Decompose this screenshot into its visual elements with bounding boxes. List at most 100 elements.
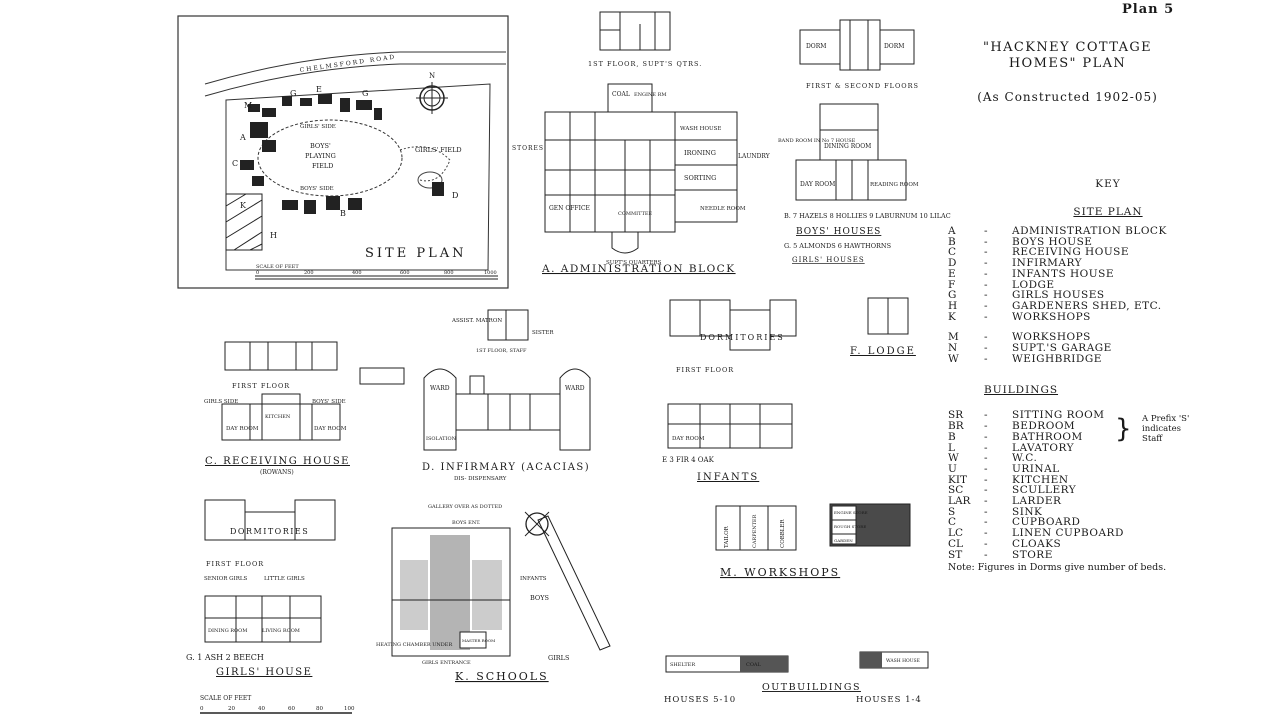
key-dash: - — [984, 420, 988, 433]
admin-engine: ENGINE RM — [634, 92, 667, 98]
admin-needle-room: NEEDLE ROOM — [700, 206, 746, 212]
dorm-label-right: DORM — [884, 43, 904, 50]
workshops-plan-right — [829, 503, 911, 547]
key-label: SUPT.'S GARAGE — [1012, 342, 1112, 355]
plan-number: Plan 5 — [1122, 2, 1175, 17]
outbuildings-left: HOUSES 5-10 — [664, 695, 736, 705]
workshop-cobbler: COBBLER — [780, 519, 786, 548]
site-scale-600: 600 — [400, 270, 410, 276]
key-code: LAR — [948, 495, 971, 508]
site-scale-0: 0 — [256, 270, 259, 276]
key-dash: - — [984, 452, 988, 465]
site-boys-side: BOYS' SIDE — [300, 186, 334, 192]
key-label: WORKSHOPS — [1012, 331, 1091, 344]
site-plan-title: SITE PLAN — [365, 246, 466, 261]
key-row: A-ADMINISTRATION BLOCK — [948, 226, 1268, 237]
key-code: H — [948, 299, 958, 312]
key-dash: - — [984, 462, 988, 475]
key-dash: - — [984, 246, 988, 259]
key-row: U-URINAL — [948, 464, 1268, 475]
site-boys-field: BOYS' — [310, 142, 331, 150]
key-row: B-BOYS HOUSE — [948, 235, 1268, 248]
infirmary-title: D. INFIRMARY (ACACIAS) — [422, 462, 590, 473]
schools-master-room: MASTER ROOM — [462, 638, 495, 643]
workshop-carpenter: CARPENTER — [752, 514, 758, 548]
key-dash: - — [984, 441, 988, 454]
key-label: INFANTS HOUSE — [1012, 267, 1114, 280]
key-label: GARDENERS SHED, ETC. — [1012, 299, 1162, 312]
key-label: BEDROOM — [1012, 420, 1076, 433]
key-code: LC — [948, 527, 964, 540]
admin-committee: COMMITTEE — [618, 211, 653, 217]
brace-glyph: } — [1115, 414, 1132, 444]
infants-first-floor: FIRST FLOOR — [676, 366, 734, 374]
girls-dining-room: DINING ROOM — [208, 628, 247, 634]
girls-senior: SENIOR GIRLS — [204, 576, 248, 582]
key-code: SR — [948, 409, 964, 422]
workshop-engine-store: ENGINE STORE — [834, 510, 868, 515]
receiving-girls-side: GIRLS SIDE — [204, 399, 238, 405]
key-dash: - — [984, 352, 988, 365]
workshop-rough-store: ROUGH STORE — [834, 524, 866, 529]
girls-living-room: LIVING ROOM — [262, 628, 300, 634]
site-plan: CHELMSFORD ROAD BOYS' PLAYING FIELD GIRL… — [177, 15, 509, 289]
schools-girls-entrance: GIRLS ENTRANCE — [422, 660, 471, 666]
site-scale-400: 400 — [352, 270, 362, 276]
boys-houses-title: BOYS' HOUSES — [796, 227, 881, 237]
key-label: URINAL — [1012, 462, 1060, 475]
key-label: W.C. — [1012, 452, 1038, 465]
site-letter-a: A — [239, 133, 246, 142]
outbuildings-right: HOUSES 1-4 — [856, 695, 922, 705]
site-letter-h: H — [270, 231, 277, 240]
key-row: N-SUPT.'S GARAGE — [948, 343, 1268, 354]
site-letter-g2: G — [362, 89, 368, 98]
key-dash: - — [984, 430, 988, 443]
site-playing: PLAYING — [305, 152, 336, 160]
key-code: W — [948, 452, 959, 465]
receiving-first-floor: FIRST FLOOR — [232, 382, 290, 390]
admin-gen-office: GEN OFFICE — [549, 205, 590, 212]
key-row: L-LAVATORY — [948, 441, 1268, 454]
infants-dormitories: DORMITORIES — [700, 333, 785, 342]
key-label: CLOAKS — [1012, 537, 1062, 550]
key-dash: - — [984, 548, 988, 561]
outbuildings-coal: COAL — [746, 662, 762, 668]
key-code: SC — [948, 484, 964, 497]
key-code: E — [948, 267, 956, 280]
schools-plan — [391, 511, 611, 657]
infants-first-floor-plan — [669, 299, 797, 351]
admin-block-title: A. ADMINISTRATION BLOCK — [541, 263, 736, 275]
key-panel: KEY SITE PLAN A-ADMINISTRATION BLOCK B-B… — [948, 178, 1268, 560]
infants-day-room: DAY ROOM — [672, 436, 705, 442]
key-row: BR - BEDROOM — [948, 421, 1268, 432]
receiving-day-room-r: DAY ROOM — [314, 426, 347, 432]
key-row: K-WORKSHOPS — [948, 311, 1268, 323]
girls-house-title: GIRLS' HOUSE — [216, 667, 312, 678]
site-field: FIELD — [312, 162, 333, 170]
key-row: C-CUPBOARD — [948, 517, 1268, 528]
key-dash: - — [984, 235, 988, 248]
key-label: LINEN CUPBOARD — [1012, 527, 1124, 540]
schools-boys-ent: BOYS ENT. — [452, 520, 481, 526]
key-code: N — [948, 342, 958, 355]
key-dash: - — [984, 289, 988, 302]
site-plan-heading: SITE PLAN — [1073, 206, 1143, 218]
outbuildings-title: OUTBUILDINGS — [762, 682, 861, 693]
key-label: SITTING ROOM — [1012, 409, 1105, 422]
lodge-plan — [867, 297, 909, 335]
key-dash: - — [984, 267, 988, 280]
key-label: LARDER — [1012, 495, 1062, 508]
site-scale-200: 200 — [304, 270, 314, 276]
infirmary-ward-l: WARD — [430, 385, 450, 392]
key-row: S-SINK — [948, 507, 1268, 518]
key-code: ST — [948, 548, 963, 561]
site-letter-k: K — [240, 201, 247, 210]
key-dash: - — [984, 473, 988, 486]
key-dash: - — [984, 484, 988, 497]
schools-title: K. SCHOOLS — [455, 670, 549, 683]
dorm-label-left: DORM — [806, 43, 826, 50]
key-code: BR — [948, 420, 964, 433]
girls-ground-plan — [204, 595, 322, 643]
key-row: LC-LINEN CUPBOARD — [948, 528, 1268, 539]
